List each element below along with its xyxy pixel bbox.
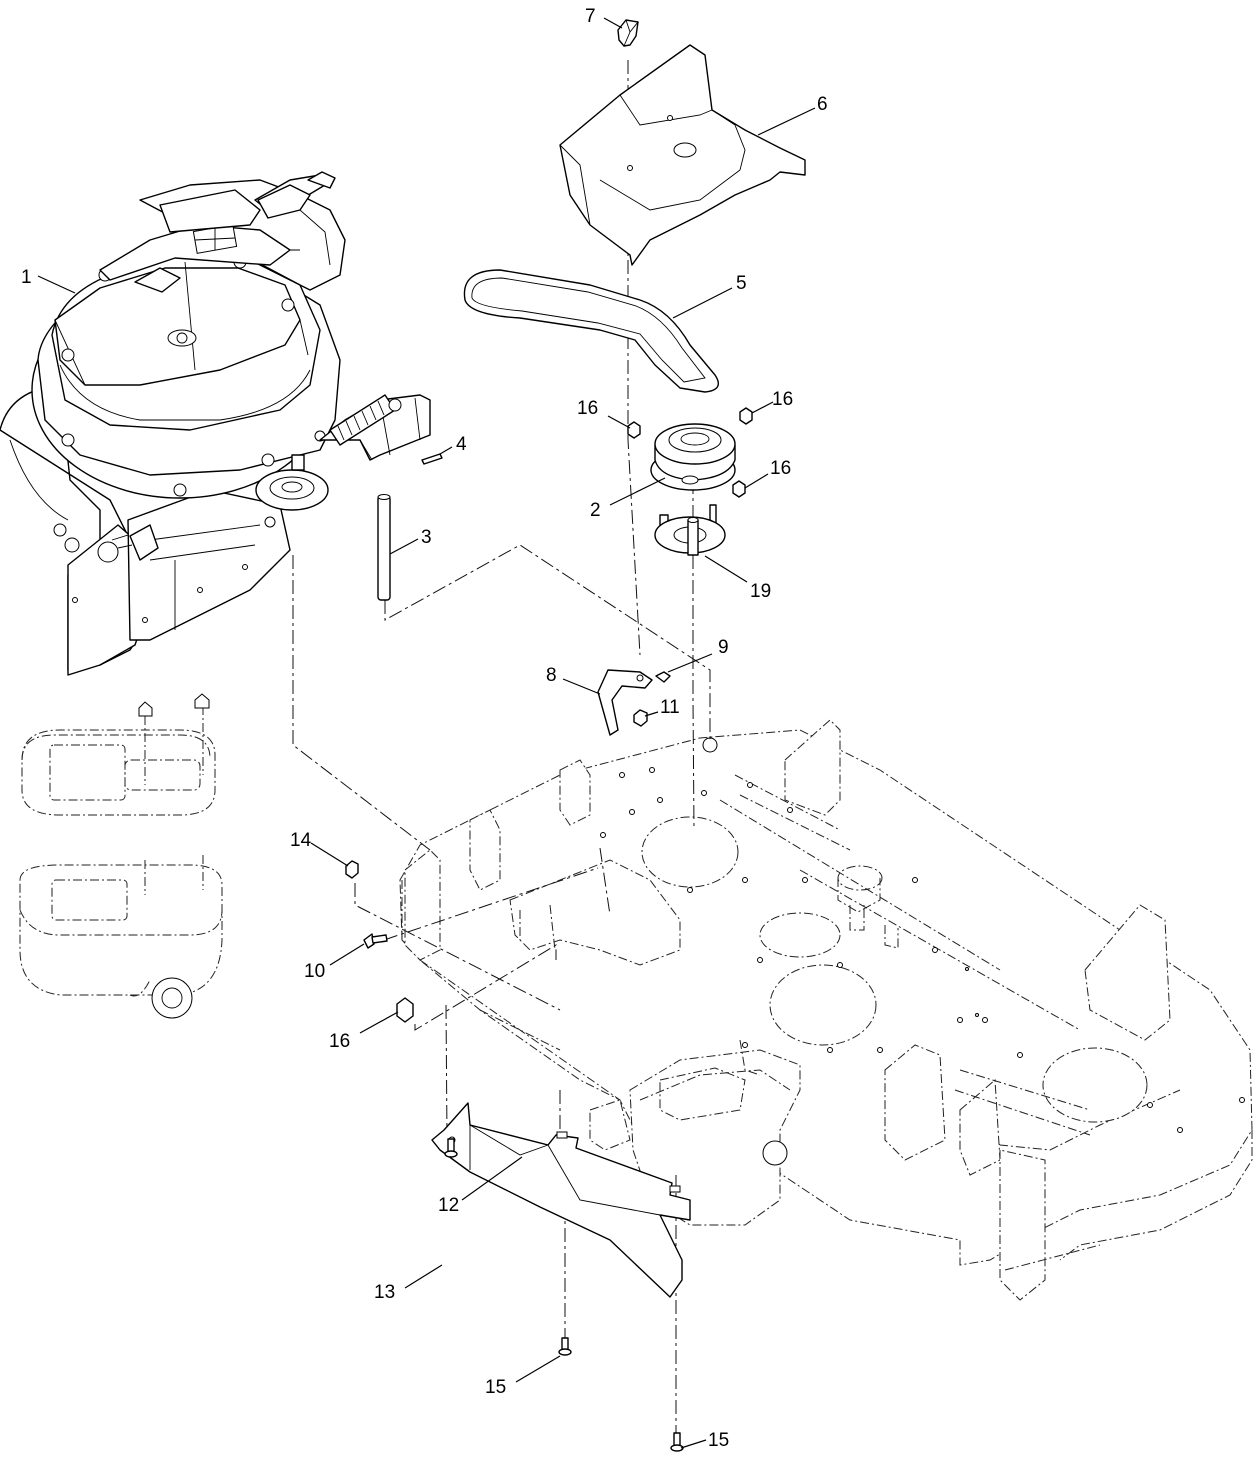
flange-nut-right-top <box>739 407 753 425</box>
hex-nut <box>633 709 648 727</box>
flange-nut-left <box>627 421 641 439</box>
knob <box>617 19 639 47</box>
flange-nut-lower-left <box>396 997 414 1023</box>
nut-upper-left <box>345 860 359 879</box>
callout-2: 2 <box>590 500 601 521</box>
callout-16-right-top: 16 <box>772 389 793 410</box>
callout-19: 19 <box>750 581 771 602</box>
deck-hole-pattern <box>600 737 1245 1133</box>
flange-nut-right <box>732 480 746 498</box>
pulley-spacer-plate <box>654 504 726 556</box>
callout-5: 5 <box>736 273 747 294</box>
callout-4: 4 <box>456 434 467 455</box>
phantom-spindle-cover-upper <box>21 693 216 816</box>
callout-1: 1 <box>21 267 32 288</box>
callout-labels: 1 2 3 4 5 6 7 8 9 10 11 12 13 14 15 15 1… <box>21 6 828 1451</box>
mower-deck-housing <box>399 719 1253 1301</box>
callout-3: 3 <box>421 527 432 548</box>
baffle-plate <box>431 1102 691 1298</box>
pulley <box>650 423 736 491</box>
assembly-centerlines <box>292 60 711 1435</box>
phantom-spindle-cover-lower <box>19 855 223 1019</box>
callout-14: 14 <box>290 830 312 851</box>
blower-housing-assembly <box>0 171 431 676</box>
bolt-15-bottom <box>670 1432 684 1452</box>
callout-10: 10 <box>304 961 325 982</box>
bolt-13 <box>444 1138 458 1158</box>
clip-nut <box>655 671 671 683</box>
phantom-spindle-cover-deck <box>629 1039 801 1226</box>
belt-cover <box>559 44 806 266</box>
carriage-bolt <box>363 933 388 949</box>
callout-12: 12 <box>438 1195 459 1216</box>
callout-11: 11 <box>660 697 680 718</box>
shaft <box>377 494 391 601</box>
mounting-bracket <box>597 669 653 736</box>
callout-8: 8 <box>546 665 557 686</box>
callout-16-lower-left: 16 <box>329 1031 350 1052</box>
callout-15-middle: 15 <box>485 1377 506 1398</box>
callout-9: 9 <box>718 637 729 658</box>
callout-16-right: 16 <box>770 458 791 479</box>
callout-16-left: 16 <box>577 398 598 419</box>
callout-6: 6 <box>817 94 828 115</box>
callout-7: 7 <box>585 6 596 27</box>
callout-leader-lines <box>37 17 816 1449</box>
callout-13: 13 <box>374 1282 395 1303</box>
bolt-15-middle <box>558 1337 572 1356</box>
drive-belt <box>463 269 719 393</box>
callout-15-bottom: 15 <box>708 1430 729 1451</box>
pin <box>421 453 443 465</box>
